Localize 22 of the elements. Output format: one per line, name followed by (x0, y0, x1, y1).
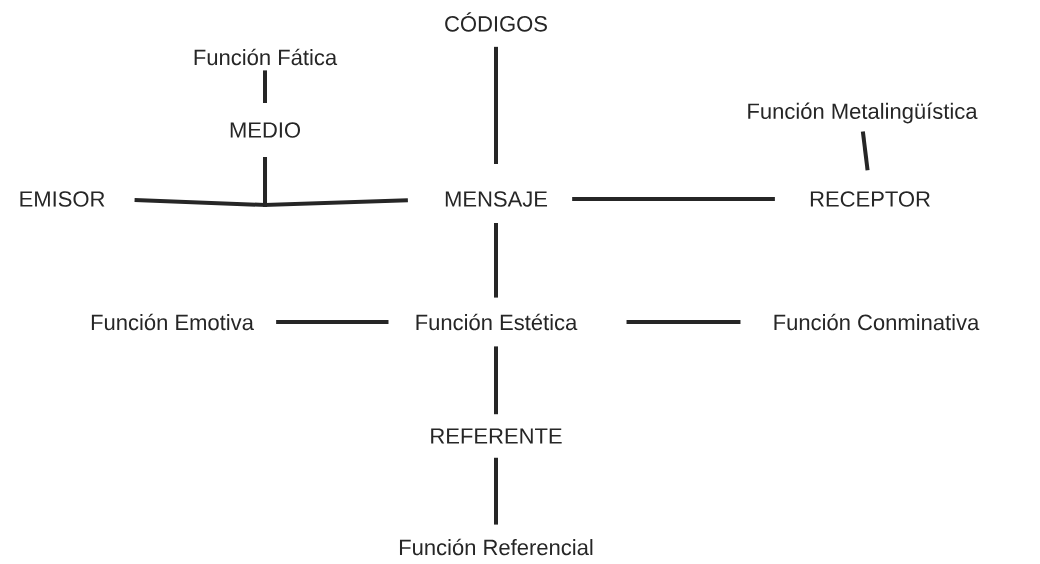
label-text: Función Emotiva (91, 313, 254, 331)
connector-line (263, 157, 408, 208)
label-text: REFERENTE (431, 428, 562, 444)
label-text: EMISOR (20, 191, 105, 207)
connector-line (494, 46, 498, 164)
label-text: CÓDIGOS (445, 12, 547, 32)
connector-line (860, 131, 870, 171)
label-text: Función Estética (416, 313, 578, 331)
label-text: MENSAJE (445, 191, 547, 207)
connector-line (626, 320, 741, 324)
label-text: RECEPTOR (810, 191, 930, 207)
label-text: Función Fática (194, 48, 338, 66)
connector-line (494, 223, 498, 298)
label-text: Función Referencial (400, 538, 593, 556)
connector-line (494, 457, 498, 525)
label-text: Función Metalingüística (748, 102, 978, 124)
connector-line (263, 70, 267, 103)
label-text: Función Conminativa (774, 313, 980, 331)
connector-line (494, 346, 498, 415)
connector-line (276, 320, 389, 324)
connector-line (572, 197, 775, 201)
label-text: MEDIO (230, 122, 300, 138)
